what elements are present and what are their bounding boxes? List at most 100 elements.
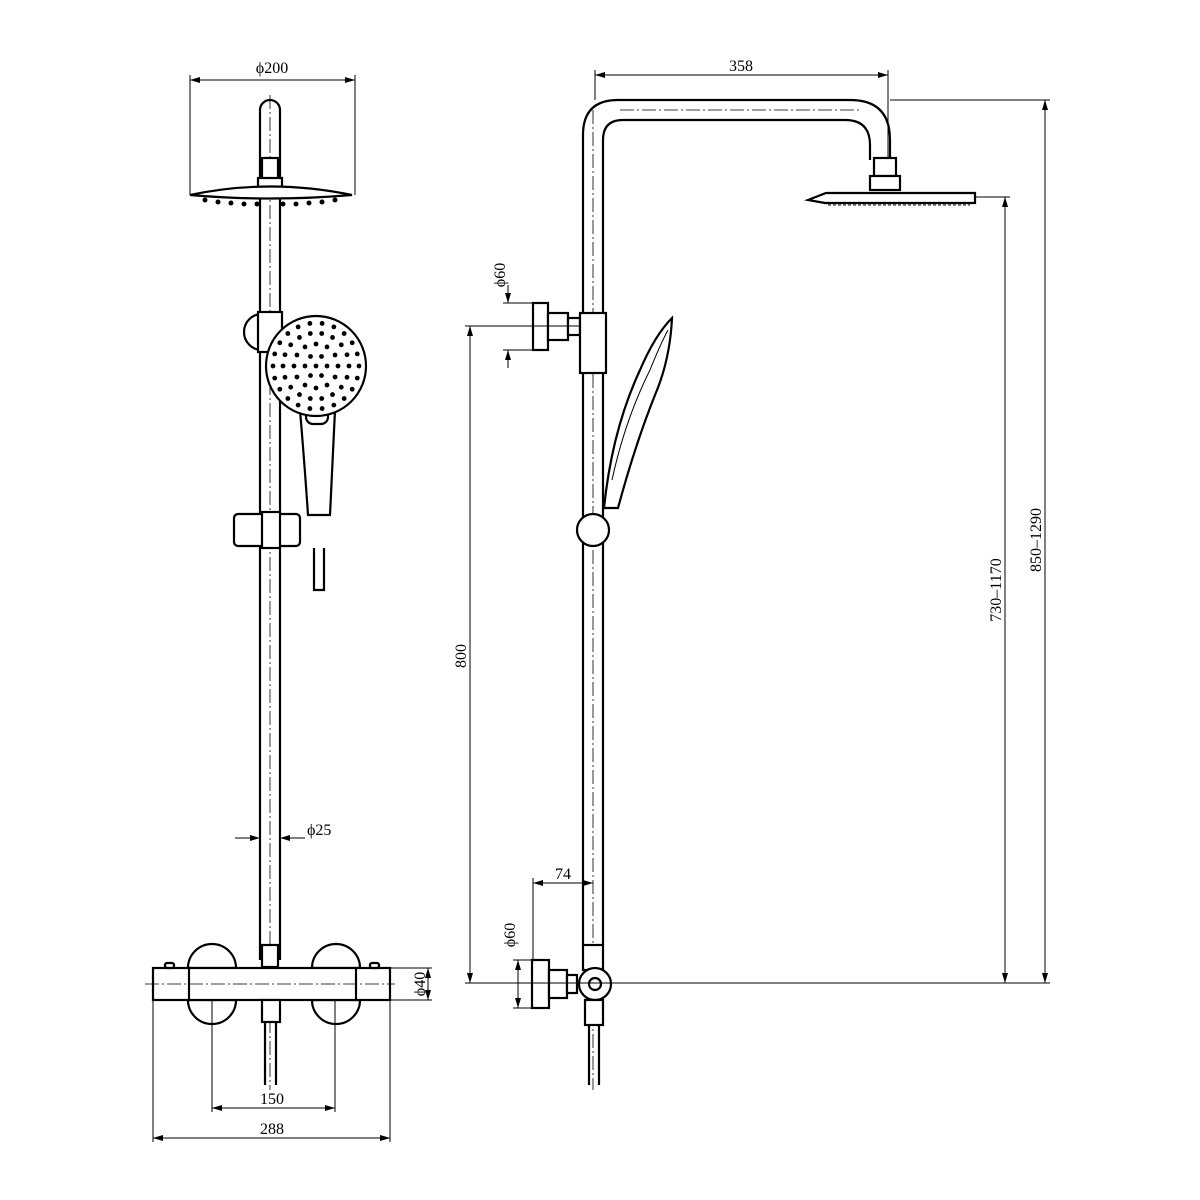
dim-mixer-diameter: ϕ40	[390, 967, 432, 1001]
nozzle-dot	[294, 374, 300, 380]
nozzle-dot	[282, 352, 288, 358]
nozzle-dot	[272, 351, 278, 357]
nozzle-dot	[332, 352, 338, 358]
pipe-diameter-label: ϕ25	[307, 822, 331, 839]
nozzle-dot	[324, 363, 330, 369]
nozzle-dot	[331, 324, 337, 330]
head-height-label: 730–1170	[988, 558, 1005, 621]
mixer-length-label: 288	[260, 1121, 284, 1138]
nozzle-dot	[285, 331, 291, 336]
nozzle-dot	[307, 406, 313, 411]
nozzle-dot	[291, 363, 297, 369]
nozzle-dot	[354, 351, 360, 357]
mixer-top-connector	[260, 943, 280, 969]
dim-mixer-length: 288	[152, 1000, 391, 1142]
top-bracket-diameter-label: ϕ60	[492, 263, 509, 287]
side-head-connector	[872, 156, 898, 178]
bottom-elbow	[565, 973, 579, 995]
nozzle-dot	[344, 374, 350, 380]
nozzle-dot	[349, 340, 355, 346]
hand-shower-nozzles	[270, 321, 362, 411]
side-mixer-outlet	[587, 976, 603, 992]
nozzle-dot	[324, 344, 330, 350]
nozzle-dot	[270, 363, 276, 369]
dim-inlet-spacing: 150	[211, 1000, 336, 1112]
nozzle-dot	[319, 396, 325, 401]
nozzle-dot	[356, 363, 362, 369]
nozzle-dot	[285, 396, 291, 401]
dim-mixer-offset: 74	[532, 866, 593, 960]
front-view: ϕ200 ϕ25 ϕ40 150 288	[145, 60, 432, 1142]
bracket-height-label: 800	[453, 644, 470, 668]
nozzle-dot	[308, 373, 313, 378]
nozzle-dot	[297, 335, 302, 340]
side-hand-shower-edge	[611, 329, 669, 481]
nozzle-dot	[302, 344, 308, 350]
nozzle-dot	[319, 354, 324, 359]
nozzle-dot	[294, 352, 300, 358]
dim-bottom-escutcheon-diameter: ϕ60	[502, 923, 532, 1009]
mixer-pin-right	[368, 961, 381, 970]
nozzle-dot	[341, 331, 347, 336]
mixer-knob-right-top	[310, 942, 362, 970]
dim-head-diameter: ϕ200	[189, 60, 356, 195]
nozzle-dot	[346, 363, 352, 369]
side-mixer-connector	[581, 943, 605, 972]
mixer-offset-label: 74	[555, 866, 571, 883]
nozzle-dot	[338, 342, 344, 348]
dim-arm-reach: 358	[594, 58, 889, 158]
nozzle-dot	[338, 384, 344, 390]
nozzle-dot	[313, 341, 319, 347]
side-slider	[575, 512, 611, 548]
nozzle-dot	[354, 375, 360, 381]
nozzle-dot	[319, 331, 325, 336]
nozzle-dot	[349, 386, 355, 392]
nozzle-dot	[319, 406, 325, 411]
dim-top-bracket-diameter: ϕ60	[492, 263, 533, 368]
nozzle-dot	[307, 396, 313, 401]
nozzle-dot	[319, 321, 325, 326]
nozzle-dot	[308, 354, 313, 359]
nozzle-dot	[313, 385, 319, 391]
mixer-pin-left	[163, 961, 176, 970]
dim-head-height: 730–1170	[975, 196, 1010, 983]
side-outlet-hose	[587, 1025, 601, 1085]
nozzle-dot	[330, 335, 335, 340]
dim-overall-height: 850–1290	[890, 99, 1050, 983]
nozzle-dot	[277, 386, 283, 392]
hose	[312, 548, 326, 592]
nozzle-dot	[307, 321, 313, 326]
shower-arm-inner	[601, 118, 872, 945]
nozzle-dot	[277, 340, 283, 346]
shower-arm-outer	[581, 98, 892, 945]
inlet-spacing-label: 150	[260, 1091, 284, 1108]
side-head-nut	[868, 174, 902, 192]
bottom-nut	[547, 968, 569, 1000]
rain-shower-head	[189, 185, 353, 200]
holder-clamp	[260, 510, 282, 550]
nozzle-dot	[288, 384, 294, 390]
mixer-knob-right-bottom	[310, 998, 362, 1026]
head-connector	[260, 156, 280, 182]
bottom-escutcheon-diameter-label: ϕ60	[502, 923, 519, 947]
rain-head-nozzles	[202, 197, 338, 207]
side-mixer-bottom	[583, 998, 605, 1027]
nozzle-dot	[302, 363, 308, 369]
side-view: 358 ϕ60 800 730–1170 850–1290 74	[453, 58, 1050, 1090]
nozzle-dot	[344, 352, 350, 358]
nozzle-dot	[295, 402, 301, 408]
side-rain-head	[803, 191, 977, 205]
nozzle-dot	[272, 375, 278, 381]
dim-pipe-diameter: ϕ25	[235, 822, 331, 841]
top-bracket-clamp	[578, 311, 608, 375]
nozzle-dot	[302, 382, 308, 388]
nozzle-dot	[297, 392, 302, 397]
bottom-wall-escutcheon	[530, 958, 551, 1010]
nozzle-dot	[332, 374, 338, 380]
arm-reach-label: 358	[729, 58, 753, 75]
mixer-knob-left-top	[186, 942, 238, 970]
mixer-outlet-hose	[263, 1022, 278, 1085]
dim-bracket-height: 800	[453, 325, 580, 983]
nozzle-dot	[335, 363, 341, 369]
